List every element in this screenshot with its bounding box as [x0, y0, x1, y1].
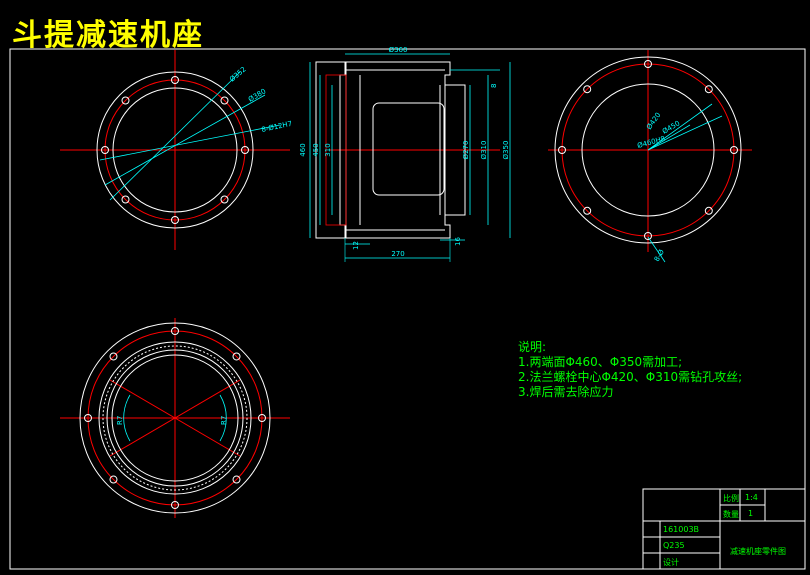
inner-circle	[112, 87, 238, 213]
bolt-hole	[171, 76, 179, 84]
bolt-hole	[583, 206, 592, 215]
dim-text: 450	[312, 143, 320, 156]
section-view: Ø360 460 450 310 Ø270 Ø310 Ø350 8 270 12…	[299, 46, 511, 262]
bolt-circle	[561, 63, 735, 237]
bolt-hole	[220, 96, 229, 105]
bolt-hole	[101, 146, 109, 154]
note-item: 1.两端面Φ460、Φ350需加工;	[518, 355, 683, 369]
bolt-hole	[232, 352, 241, 361]
bolt-hole	[704, 206, 713, 215]
bolt-hole	[171, 216, 179, 224]
note-item: 3.焊后需去除应力	[518, 385, 614, 399]
dim-text: 8	[490, 84, 498, 88]
notes-heading: 说明:	[518, 340, 547, 354]
drawing-number: 161003B	[663, 525, 700, 534]
scale-label: 比例	[723, 494, 739, 503]
dim-line-2	[647, 124, 691, 151]
bolt-hole	[258, 414, 266, 422]
bolt-hole	[232, 475, 241, 484]
qty-value: 1	[748, 509, 754, 518]
org-name: 减速机座零件图	[730, 547, 786, 556]
bolt-hole	[241, 146, 249, 154]
bolt-circle	[104, 79, 246, 221]
bolt-hole	[558, 146, 566, 154]
dim-text: Ø352	[228, 65, 248, 83]
ring-3	[106, 349, 244, 487]
dim-text: 12	[352, 241, 360, 250]
bolt-hole	[109, 352, 118, 361]
top-right-view: Ø420 Ø450 Ø460H8 8-Ø	[548, 50, 752, 263]
dim-line-3	[647, 115, 723, 151]
dim-line-3	[99, 124, 281, 161]
dim-line-1	[647, 103, 713, 151]
inner-circle	[581, 83, 715, 217]
outer-circle	[554, 56, 742, 244]
bolt-hole	[109, 475, 118, 484]
dim-leader	[647, 236, 666, 263]
bolt-hole	[644, 232, 652, 240]
dim-text: Ø360	[389, 46, 408, 54]
qty-label: 数量	[723, 510, 739, 519]
outer-circle	[96, 71, 254, 229]
dim-text: 310	[324, 143, 332, 156]
dim-line-2	[104, 94, 266, 186]
ring-2	[102, 345, 248, 491]
dim-text: Ø310	[480, 141, 488, 160]
notes-block: 说明: 1.两端面Φ460、Φ350需加工; 2.法兰螺栓中心Φ420、Φ310…	[518, 340, 742, 400]
bolt-hole	[583, 85, 592, 94]
dim-text: Ø270	[462, 141, 470, 160]
dim-text: Ø350	[502, 141, 510, 160]
top-left-view: Ø352 Ø380 8-Ø12H7	[60, 50, 293, 250]
material: Q235	[663, 541, 685, 550]
dim-text: 8-Ø12H7	[261, 120, 293, 134]
inner-flange	[325, 74, 347, 226]
right-step	[445, 84, 466, 216]
dim-text: 270	[391, 250, 404, 258]
bolt-hole	[644, 60, 652, 68]
center-line-d2	[109, 379, 241, 457]
scale-value: 1:4	[745, 493, 758, 502]
title-block	[642, 488, 806, 570]
dim-text: Ø380	[247, 87, 267, 103]
drawing-title: 斗提减速机座	[12, 18, 204, 53]
dim-line-1	[109, 71, 241, 201]
ring-4	[111, 354, 239, 482]
drawing-border	[9, 48, 806, 570]
designer: 设计	[663, 558, 679, 567]
bolt-hole	[704, 85, 713, 94]
ring-1	[98, 341, 252, 495]
outer-circle	[79, 322, 271, 514]
arc-left	[123, 394, 131, 442]
dim-text: R7	[116, 416, 124, 425]
bolt-hole	[121, 96, 130, 105]
bolt-hole	[171, 327, 179, 335]
dim-text: 460	[299, 143, 307, 156]
dim-text: 16	[454, 237, 462, 246]
note-item: 2.法兰螺栓中心Φ420、Φ310需钻孔攻丝;	[518, 370, 743, 384]
bolt-hole	[730, 146, 738, 154]
bolt-circle	[87, 330, 263, 506]
dim-text: R7	[220, 416, 228, 425]
bolt-hole	[121, 195, 130, 204]
arc-right	[219, 394, 227, 442]
bottom-view: R7 R7	[60, 318, 290, 518]
window	[372, 102, 445, 196]
bolt-hole	[84, 414, 92, 422]
bolt-hole	[171, 501, 179, 509]
bolt-hole	[220, 195, 229, 204]
